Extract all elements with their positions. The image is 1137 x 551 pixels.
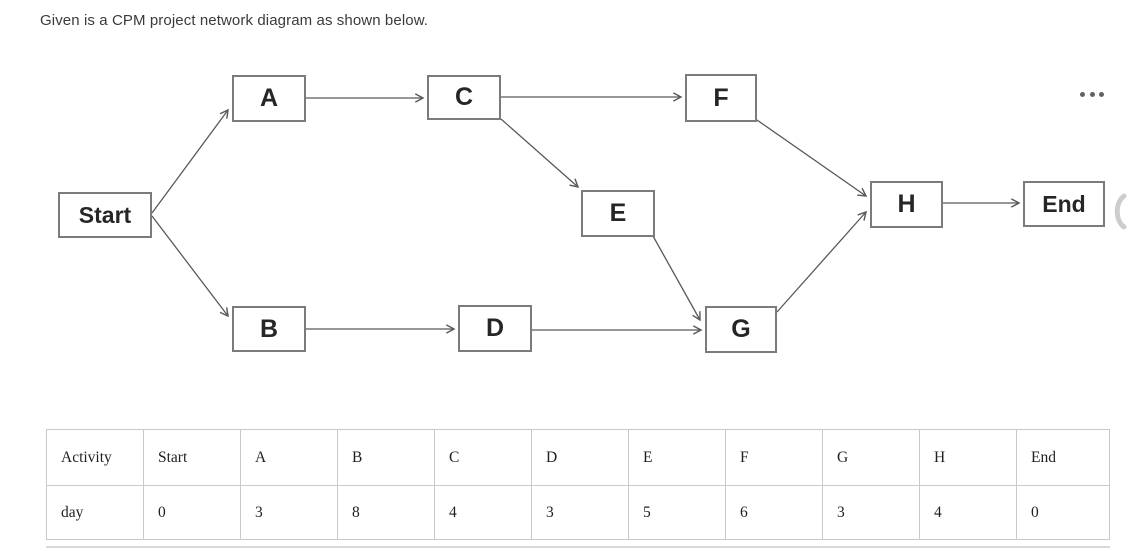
edge-start-b: [151, 215, 229, 318]
table-cell: 3: [822, 485, 920, 540]
table-cell: 3: [240, 485, 338, 540]
diagram-node-start: Start: [58, 192, 152, 238]
table-row-day: day 0 3 8 4 3 5 6 3 4 0: [46, 485, 1110, 540]
diagram-node-e: E: [581, 190, 655, 237]
more-options-button[interactable]: [1076, 88, 1108, 101]
diagram-node-g: G: [705, 306, 777, 353]
table-cell: 0: [1016, 485, 1110, 540]
table-cell: Start: [143, 429, 241, 486]
table-cell: End: [1016, 429, 1110, 486]
table-cell: A: [240, 429, 338, 486]
table-cell: 4: [434, 485, 532, 540]
activity-duration-table: Activity Start A B C D E F G H End day 0…: [46, 429, 1110, 540]
diagram-node-d: D: [458, 305, 532, 352]
table-header-cell: day: [46, 485, 144, 540]
more-options-ellipsis-icon: [1080, 92, 1085, 97]
diagram-node-c: C: [427, 75, 501, 120]
table-row-activity: Activity Start A B C D E F G H End: [46, 429, 1110, 486]
table-cell: G: [822, 429, 920, 486]
table-cell: 0: [143, 485, 241, 540]
diagram-node-f: F: [685, 74, 757, 122]
edge-c-e: [500, 118, 580, 188]
table-cell: H: [919, 429, 1017, 486]
diagram-node-a: A: [232, 75, 306, 122]
edge-f-h: [756, 119, 868, 197]
table-header-cell: Activity: [46, 429, 144, 486]
table-cell: 6: [725, 485, 823, 540]
table-cell: D: [531, 429, 629, 486]
page-title: Given is a CPM project network diagram a…: [40, 12, 429, 29]
more-options-ellipsis-icon: [1089, 92, 1095, 97]
table-cell: E: [628, 429, 726, 486]
table-cell: 3: [531, 485, 629, 540]
table-cell: B: [337, 429, 435, 486]
table-cell: 5: [628, 485, 726, 540]
table-cell: 4: [919, 485, 1017, 540]
diagram-node-h: H: [870, 181, 943, 228]
bottom-divider: [46, 546, 1110, 548]
diagram-node-b: B: [232, 306, 306, 352]
table-cell: F: [725, 429, 823, 486]
edge-start-a: [151, 108, 229, 214]
diagram-node-end: End: [1023, 181, 1105, 227]
edge-e-g: [652, 235, 701, 322]
table-cell: 8: [337, 485, 435, 540]
more-options-ellipsis-icon: [1099, 92, 1104, 97]
edge-g-h: [776, 210, 867, 313]
partial-circle-edge-artifact: [1114, 193, 1127, 230]
table-cell: C: [434, 429, 532, 486]
